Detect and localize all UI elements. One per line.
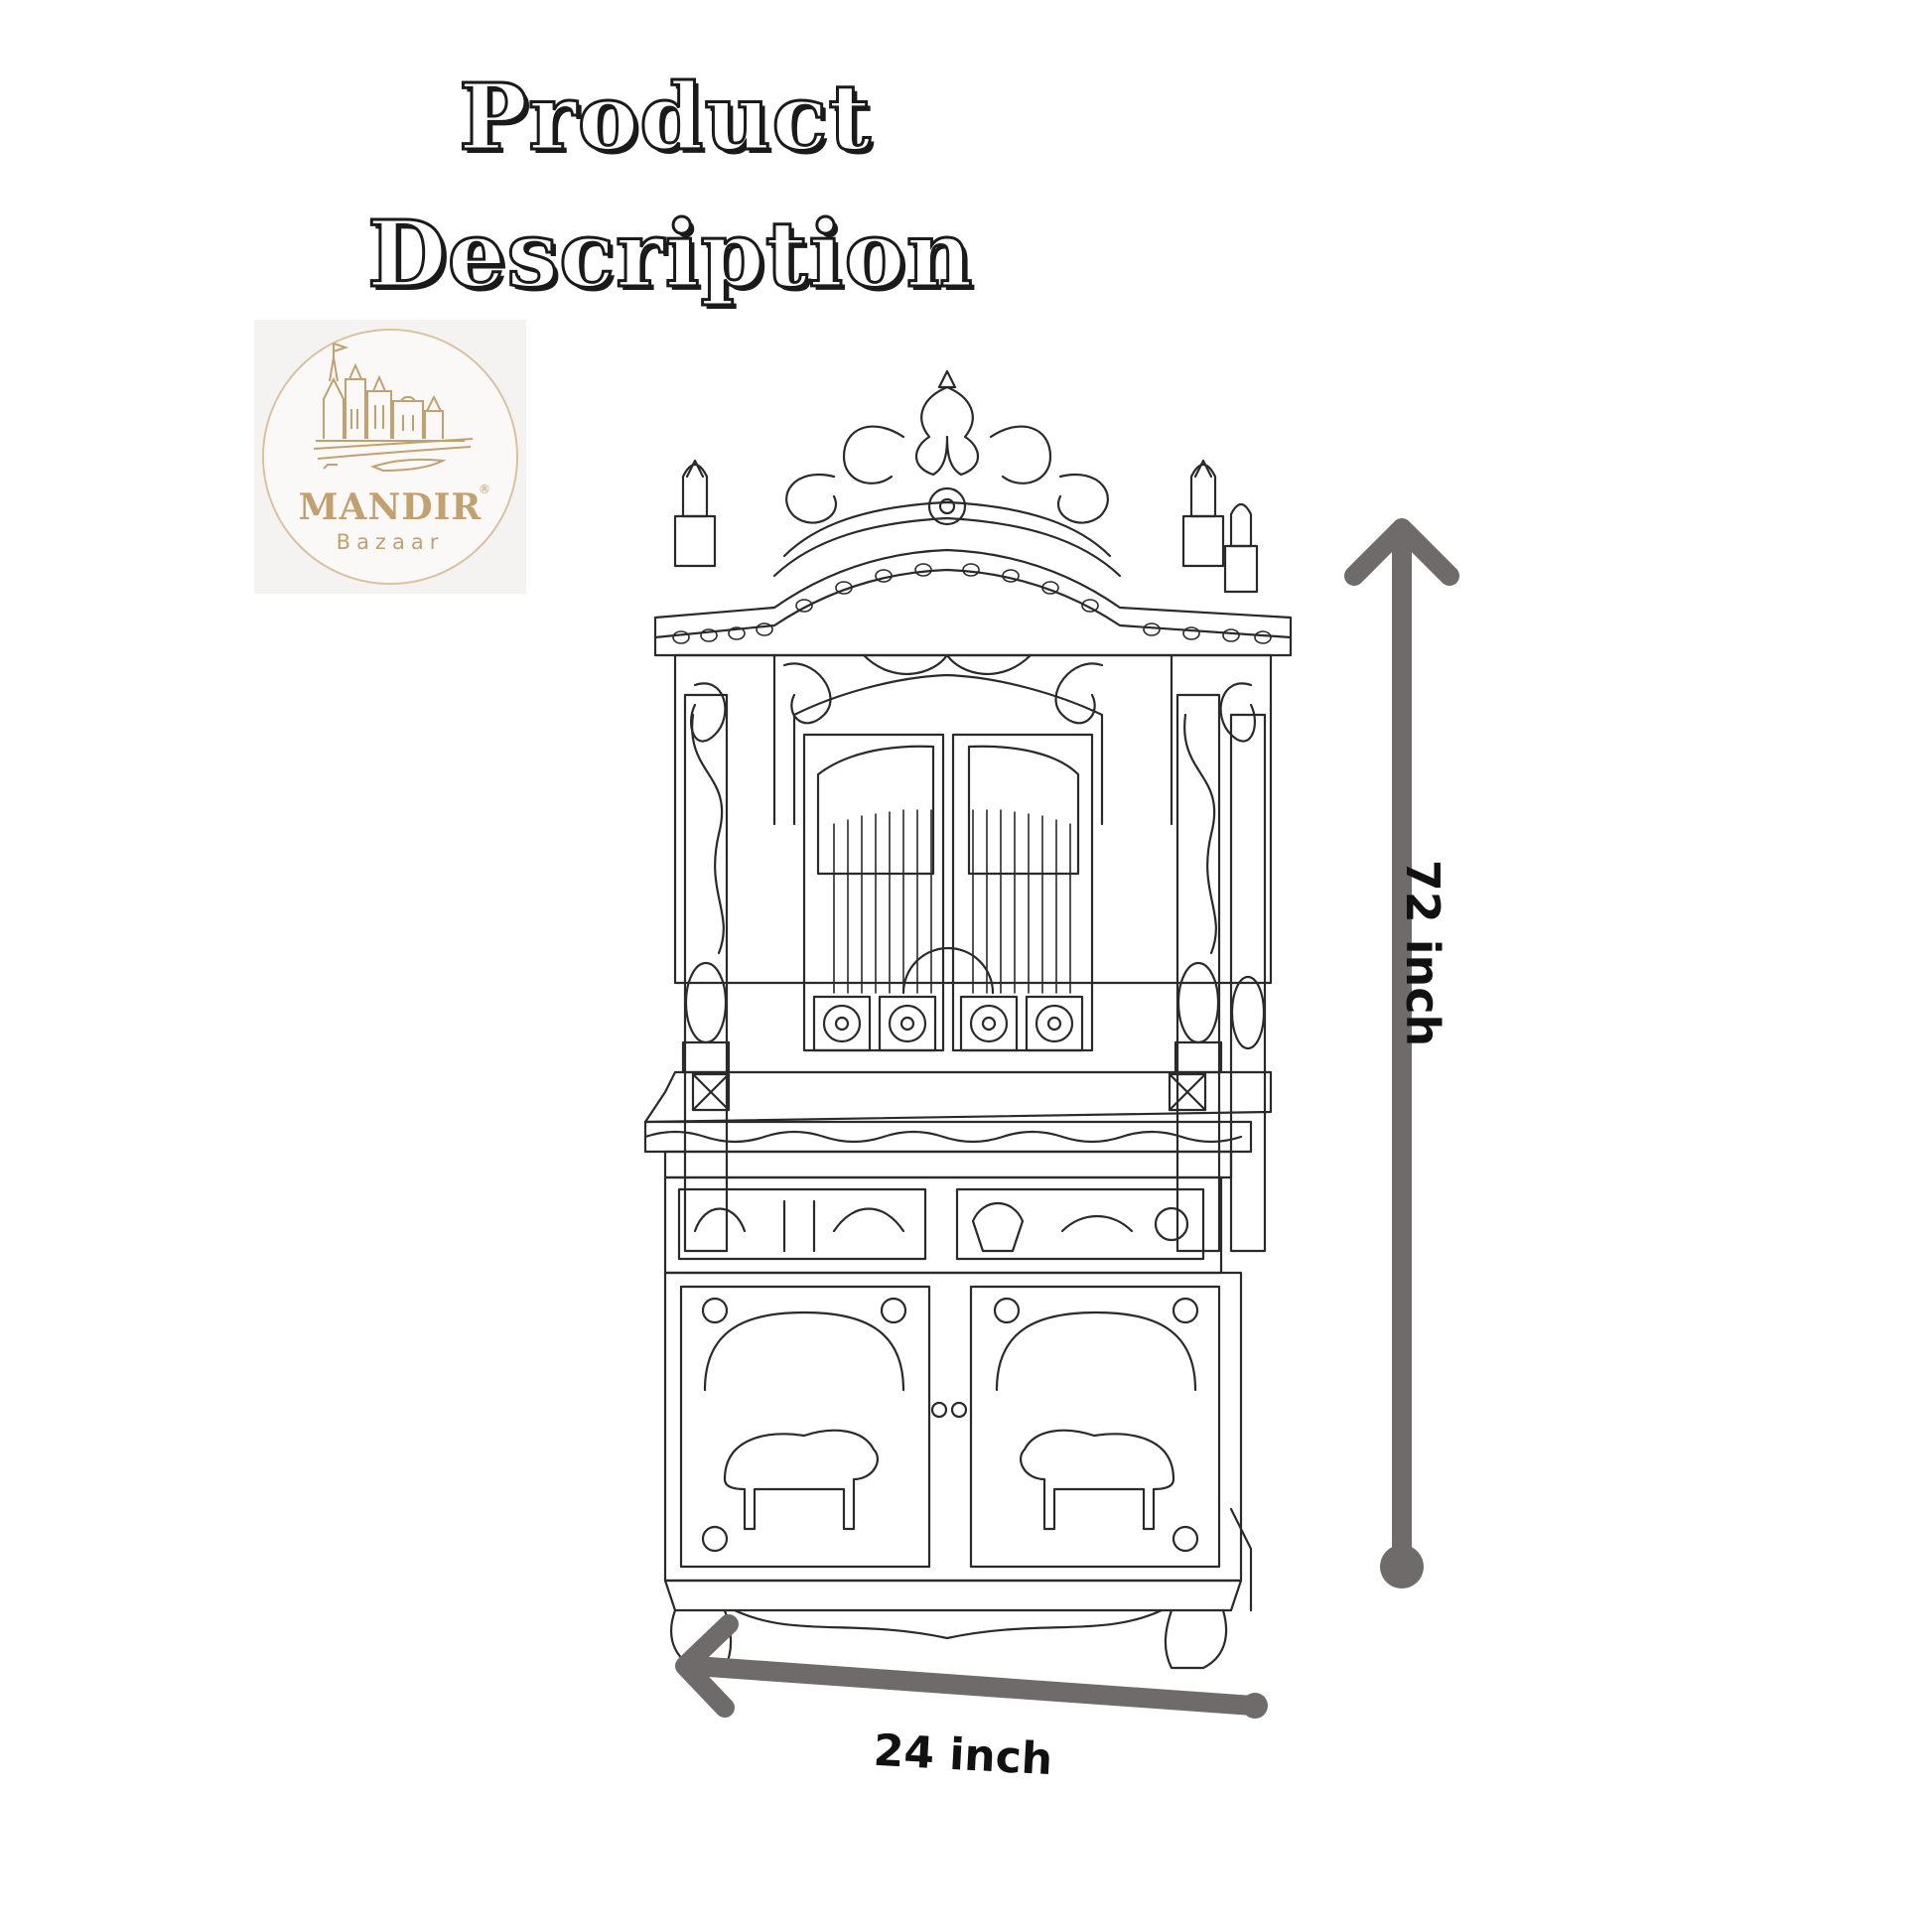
temple-ghat-emblem-icon xyxy=(262,329,518,585)
width-arrow-head xyxy=(675,1614,739,1718)
height-arrow-end-dot xyxy=(1380,1545,1424,1588)
page-title-line-2: Description xyxy=(366,201,975,308)
wooden-temple-mandir-illustration xyxy=(643,369,1293,1670)
logo-subtitle: Bazaar xyxy=(336,530,445,554)
width-arrow-end-dot xyxy=(1242,1693,1268,1719)
page-title-line-1: Product xyxy=(458,64,873,171)
brand-logo: MANDIR ® Bazaar xyxy=(254,320,526,594)
logo-registered-mark: ® xyxy=(479,483,490,496)
logo-wordmark: MANDIR xyxy=(298,486,483,528)
width-arrow-shaft xyxy=(685,1656,1263,1716)
height-arrow-head xyxy=(1344,518,1459,586)
height-dimension-label: 72 inch xyxy=(1396,859,1449,1047)
